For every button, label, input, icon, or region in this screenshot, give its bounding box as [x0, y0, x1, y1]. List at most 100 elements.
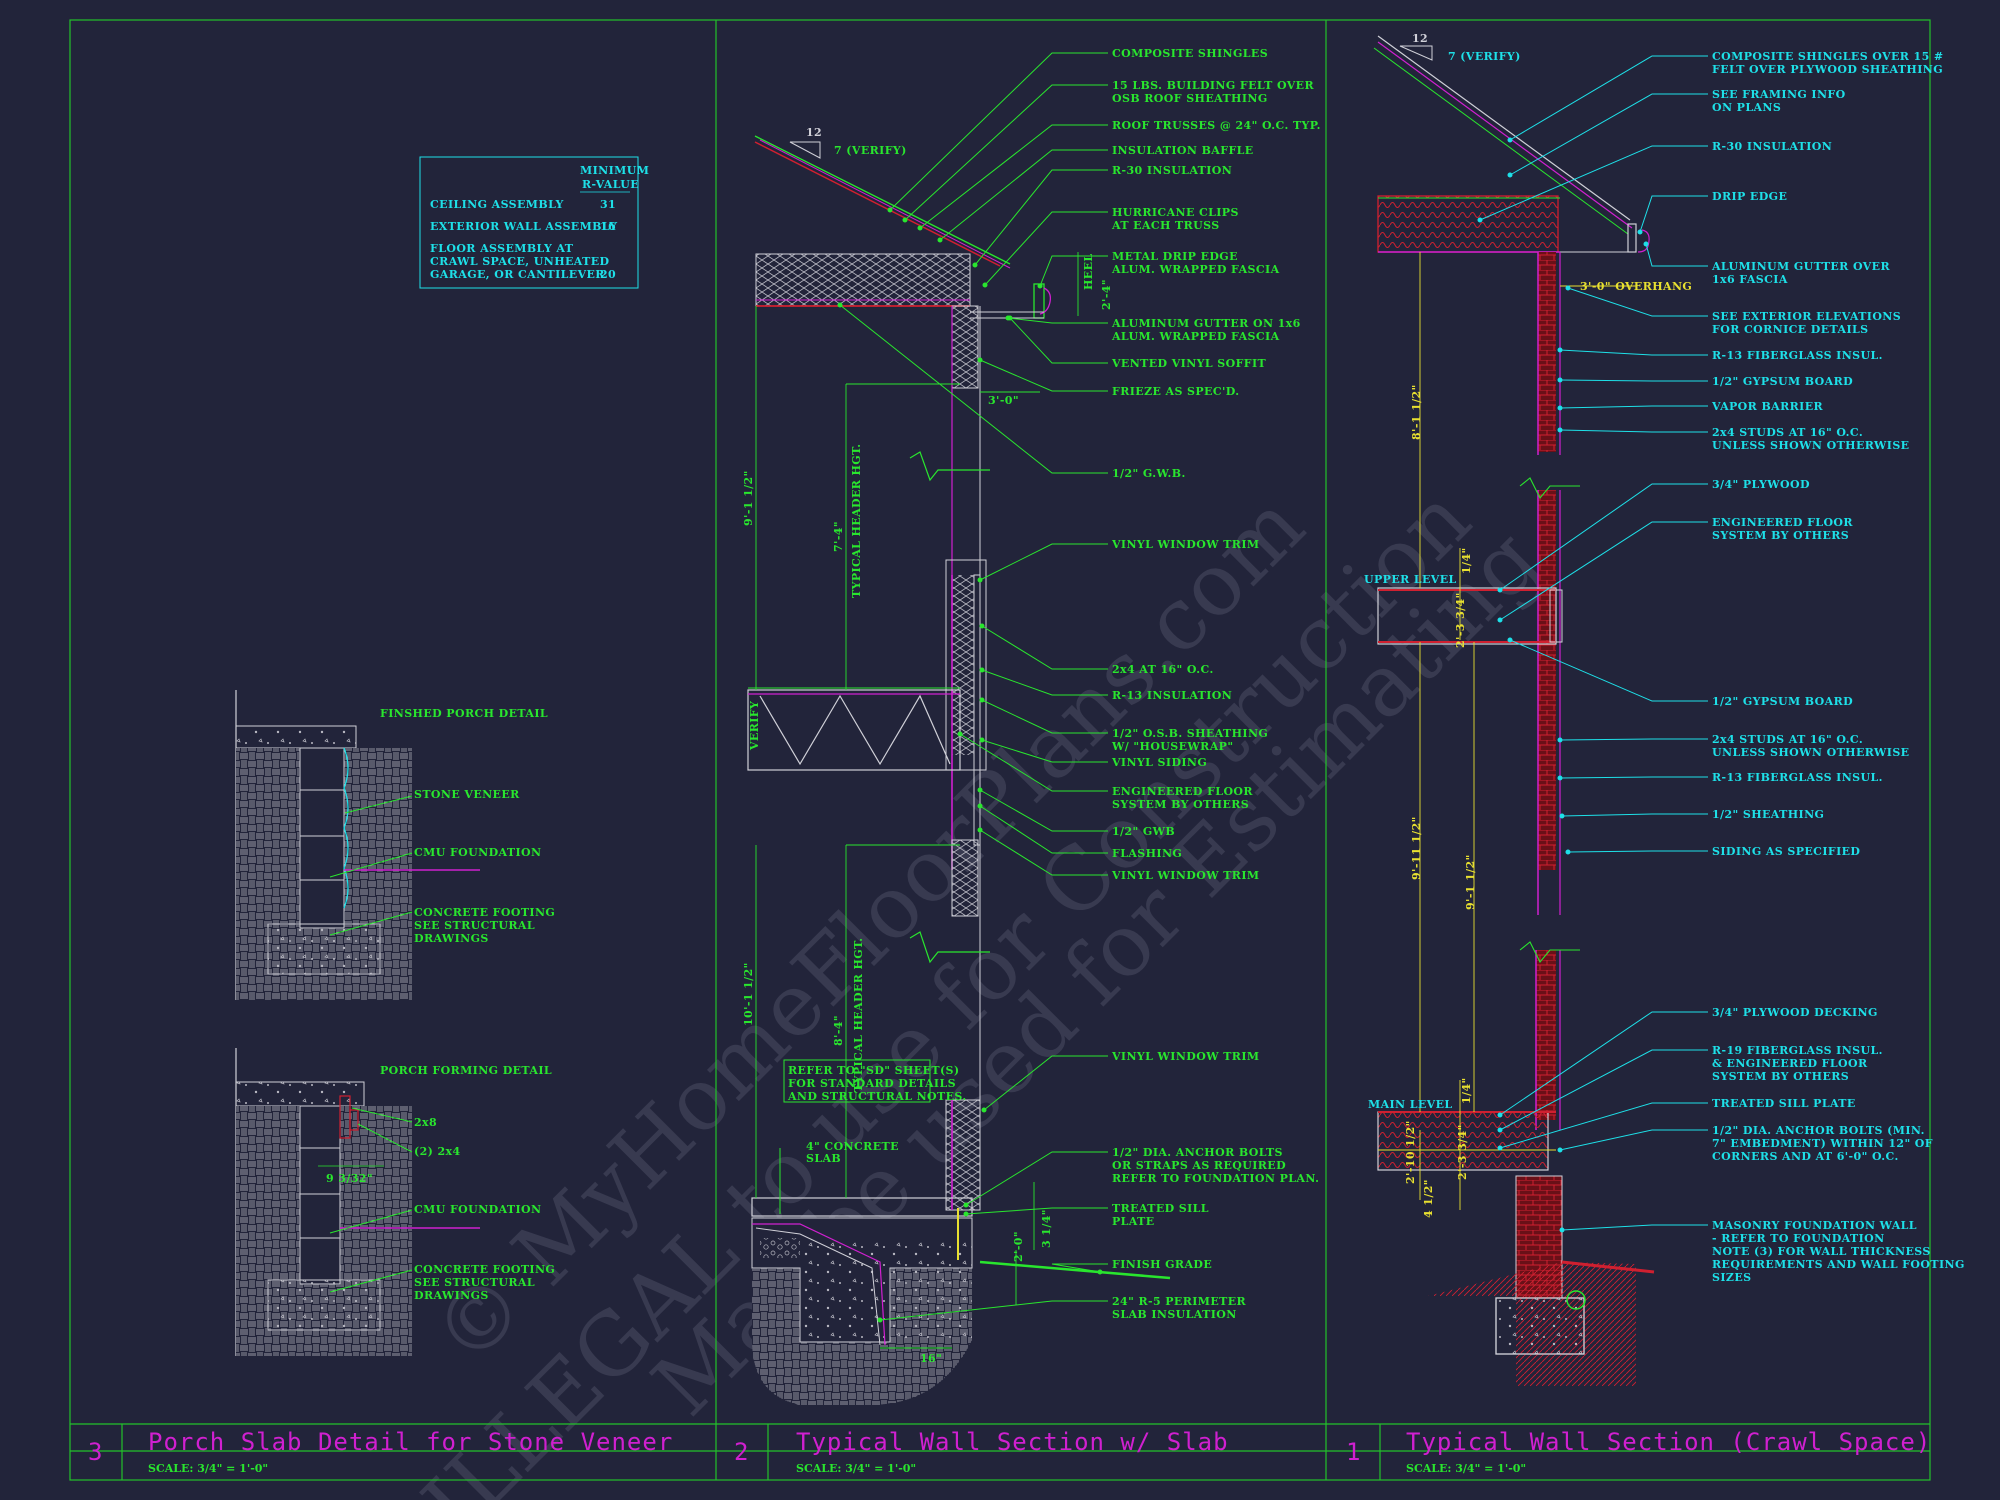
section_crawl-leader — [1559, 776, 1708, 779]
section_slab-leader-arrow — [1037, 283, 1043, 289]
section_slab-leader-arrow — [979, 623, 985, 629]
slab-dim-overhang: 3'-0" — [988, 394, 1019, 407]
section_crawl-leader — [1559, 405, 1708, 409]
panel-scale-1: SCALE: 3/4" = 1'-0" — [1406, 1462, 1526, 1475]
section_slab-leader — [1009, 317, 1108, 364]
section_crawl-callout-label: R-13 FIBERGLASS INSUL. — [1712, 771, 1883, 784]
section_slab-leader-arrow — [977, 803, 983, 809]
section_slab-callout-label: ROOF TRUSSES @ 24" O.C. TYP. — [1112, 119, 1321, 132]
section_crawl-leader-arrow — [1507, 637, 1513, 643]
section_slab-callout-label: INSULATION BAFFLE — [1112, 144, 1254, 157]
section_crawl-leader-arrow — [1477, 217, 1483, 223]
section_slab-callout-label: ALUM. WRAPPED FASCIA — [1111, 263, 1280, 276]
section_crawl-callout-label: 3/4" PLYWOOD — [1712, 478, 1810, 491]
slab-note-line: REFER TO "SD" SHEET(S) — [788, 1064, 960, 1077]
sheet-frame — [69, 19, 1931, 1481]
porch-forming-label: (2) 2x4 — [414, 1145, 461, 1158]
section_slab-leader-arrow — [972, 262, 978, 268]
slab-dim-upper-height: 9'-1 1/2" — [742, 470, 755, 526]
title-block-2: 2 Typical Wall Section w/ Slab SCALE: 3/… — [734, 1428, 1229, 1475]
crawl-dim-floor-upper: 2'-3 3/4" — [1454, 592, 1467, 648]
crawl-dim-quarter-main: 1/4" — [1460, 1077, 1473, 1104]
section_crawl-callout-label: & ENGINEERED FLOOR — [1712, 1057, 1868, 1070]
section_crawl-callout-label: SYSTEM BY OTHERS — [1712, 529, 1849, 542]
section_slab-leader — [959, 733, 1108, 792]
section_slab-callout-label: VENTED VINYL SOFFIT — [1111, 357, 1267, 370]
section_slab-callout-label: VINYL WINDOW TRIM — [1111, 869, 1259, 882]
section_slab-callout-label: 1/2" G.W.B. — [1112, 467, 1186, 480]
crawl-dim-quarter-upper: 1/4" — [1460, 547, 1473, 574]
section_slab-leader — [919, 124, 1108, 229]
porch-finished-title: FINSHED PORCH DETAIL — [380, 707, 548, 720]
section_crawl-callout-label: SYSTEM BY OTHERS — [1712, 1070, 1849, 1083]
slab-dim-header-lower-label: TYPICAL HEADER HGT. — [852, 938, 865, 1093]
section_crawl-callout-label: MASONRY FOUNDATION WALL — [1712, 1219, 1917, 1232]
rvalue-row-label: EXTERIOR WALL ASSEMBLY — [430, 220, 618, 233]
porch-finished-label: SEE STRUCTURAL — [414, 919, 535, 932]
section_slab-leader-arrow — [902, 217, 908, 223]
section_crawl-callout-label: FOR CORNICE DETAILS — [1712, 323, 1868, 336]
section_slab-leader — [1039, 255, 1108, 287]
section_crawl-leader — [1509, 93, 1708, 176]
panel-number-3: 3 — [88, 1438, 103, 1466]
section_slab-callout-label: ALUM. WRAPPED FASCIA — [1111, 330, 1280, 343]
panel-title-1: Typical Wall Section (Crawl Space) — [1406, 1428, 1931, 1456]
section_slab-leader-arrow — [887, 207, 893, 213]
panel-title-2: Typical Wall Section w/ Slab — [796, 1428, 1229, 1456]
porch-forming-label: CONCRETE FOOTING — [414, 1263, 555, 1276]
section_crawl-callout-label: VAPOR BARRIER — [1711, 400, 1823, 413]
rvalue-header-1: MINIMUM — [580, 164, 649, 177]
slab-dim-heel-val: 2'-4" — [1100, 279, 1113, 310]
slab-dim-heel: HEEL — [1082, 254, 1095, 291]
section_slab-leader-arrow — [981, 1107, 987, 1113]
section_slab-callout-label: AT EACH TRUSS — [1111, 219, 1220, 232]
crawl-dim-a: 2'-10 1/2" — [1404, 1120, 1417, 1184]
section_crawl-leader — [1559, 349, 1708, 356]
section_crawl-callout-label: DRIP EDGE — [1712, 190, 1787, 203]
section_slab-callout-label: 2x4 AT 16" O.C. — [1112, 663, 1214, 676]
section_crawl-leader — [1567, 287, 1708, 317]
rvalue-row-label: FLOOR ASSEMBLY AT — [430, 242, 574, 255]
crawl-labels: COMPOSITE SHINGLES OVER 15 #FELT OVER PL… — [1711, 50, 1964, 1284]
section_crawl-callout-label: UNLESS SHOWN OTHERWISE — [1712, 439, 1909, 452]
porch-finished-label: CONCRETE FOOTING — [414, 906, 555, 919]
section_slab-callout-label: SLAB INSULATION — [1112, 1308, 1237, 1321]
crawl-dim-upper-height: 8'-1 1/2" — [1410, 384, 1423, 440]
rvalue-row-label: GARAGE, OR CANTILEVER — [430, 268, 605, 281]
crawl-pitch-rise: 12 — [1412, 32, 1428, 45]
section_slab-leader — [904, 84, 1108, 221]
section_crawl-leader — [1559, 429, 1708, 433]
section_crawl-leader — [1645, 243, 1708, 267]
section_crawl-callout-label: SIDING AS SPECIFIED — [1712, 845, 1860, 858]
section_slab-callout-label: VINYL SIDING — [1111, 756, 1207, 769]
section_crawl-callout-label: FELT OVER PLYWOOD SHEATHING — [1712, 63, 1943, 76]
section_slab-callout-label: FINISH GRADE — [1112, 1258, 1212, 1271]
porch-forming-label: SEE STRUCTURAL — [414, 1276, 535, 1289]
section_crawl-callout-label: R-30 INSULATION — [1712, 140, 1832, 153]
section_slab-callout-label: R-30 INSULATION — [1112, 164, 1232, 177]
section_crawl-leader-arrow — [1557, 377, 1563, 383]
crawl-upper-level: UPPER LEVEL — [1364, 573, 1457, 586]
section_slab-leader — [974, 169, 1108, 266]
section_crawl-leader-arrow — [1497, 1112, 1503, 1118]
section_crawl-callout-label: 1/2" GYPSUM BOARD — [1712, 695, 1853, 708]
slab-pitch-run: 7 (VERIFY) — [834, 144, 907, 157]
section_crawl-callout-label: 1x6 FASCIA — [1712, 273, 1788, 286]
crawl-dim-floor-main: 2'-3 3/4" — [1456, 1124, 1469, 1180]
rvalue-row-value: 31 — [600, 198, 616, 211]
slab-dim-edge: 3 1/4" — [1040, 1209, 1053, 1248]
section_slab-leader — [981, 699, 1108, 734]
section_crawl-leader-arrow — [1497, 617, 1503, 623]
section_crawl-leader-arrow — [1497, 587, 1503, 593]
section_crawl-leader-arrow — [1497, 1127, 1503, 1133]
section_slab-callout-label: COMPOSITE SHINGLES — [1112, 47, 1268, 60]
section_crawl-leader — [1639, 195, 1708, 233]
section_crawl-leader-arrow — [1507, 172, 1513, 178]
crawl-leaders — [1477, 55, 1708, 1233]
section_slab-callout-label: FRIEZE AS SPEC'D. — [1112, 385, 1240, 398]
section_slab-leader — [981, 739, 1108, 763]
section_crawl-leader — [1509, 55, 1708, 141]
section_slab-leader — [984, 211, 1108, 286]
section_crawl-leader-arrow — [1637, 229, 1643, 235]
